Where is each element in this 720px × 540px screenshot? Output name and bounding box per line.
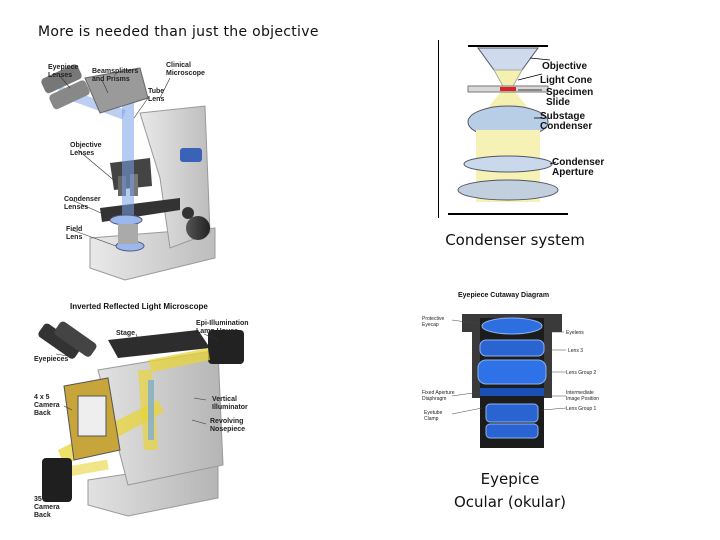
label-lens-group-1: Lens Group 1 (566, 406, 597, 412)
label-light-cone: Light Cone (540, 75, 593, 86)
label-objective-lenses: Objective Lenses (70, 142, 102, 157)
label-intermediate-image: Intermediate Image Position (566, 390, 600, 402)
slide-title: More is needed than just the objective (38, 24, 319, 40)
label-specimen-slide: Specimen Slide (546, 87, 594, 108)
label-eyelens: Eyelens (566, 330, 584, 336)
label-revolving-nosepiece: Revolving Nosepiece (210, 418, 246, 433)
label-clinical-microscope: Clinical Microscope (166, 62, 205, 77)
label-condenser-aperture: Condenser Aperture (552, 157, 605, 178)
eyepiece-cutaway-figure: Eyepiece Cutaway Diagram Protective Eyec… (422, 288, 600, 458)
label-substage-condenser: Substage Condenser (540, 111, 593, 132)
clinical-microscope-illustration (41, 64, 216, 281)
label-field-lens: Field Lens (66, 226, 83, 241)
label-lens-group-2: Lens Group 2 (566, 370, 597, 376)
eyepiece-cutaway-title: Eyepiece Cutaway Diagram (458, 292, 550, 299)
caption-eyepiece: Eyepice (480, 470, 540, 488)
caption-ocular: Ocular (okular) (454, 493, 566, 511)
inverted-microscope-title: Inverted Reflected Light Microscope (70, 302, 208, 311)
eyepiece-cutaway-illustration (451, 314, 567, 448)
label-4x5-camera-back: 4 x 5 Camera Back (34, 394, 60, 417)
condenser-diagram (437, 40, 568, 218)
label-eyepieces: Eyepieces (34, 356, 69, 363)
label-tube-lens: Tube Lens (148, 88, 165, 103)
label-protective-eyecap: Protective Eyecap (422, 316, 445, 328)
condenser-system-figure: Objective Light Cone Specimen Slide Subs… (437, 40, 618, 218)
brand-badge (180, 148, 202, 162)
caption-condenser-system: Condenser system (445, 231, 585, 249)
label-35mm-camera-back: 35 mm Camera Back (34, 496, 60, 519)
inverted-microscope-figure: Inverted Reflected Light Microscope (28, 300, 256, 522)
inverted-microscope-illustration (38, 321, 244, 517)
label-fixed-aperture: Fixed Aperture Diaphragm (422, 390, 455, 402)
label-objective: Objective (542, 61, 588, 72)
label-eyetube-clamp: Eyetube Clamp (424, 410, 443, 422)
label-vertical-illuminator: Vertical Illuminator (212, 396, 248, 411)
label-lens-3: Lens 3 (568, 348, 584, 354)
label-lamp-house: Epi-Illumination Lamp House (196, 320, 249, 335)
clinical-microscope-figure: Eyepiece Lenses Beamsplitters and Prisms… (30, 58, 220, 288)
label-eyepiece-lenses: Eyepiece Lenses (48, 64, 79, 79)
label-stage: Stage (116, 330, 136, 337)
label-beamsplitters: Beamsplitters and Prisms (92, 68, 139, 83)
label-condenser-lenses: Condenser Lenses (64, 196, 101, 211)
